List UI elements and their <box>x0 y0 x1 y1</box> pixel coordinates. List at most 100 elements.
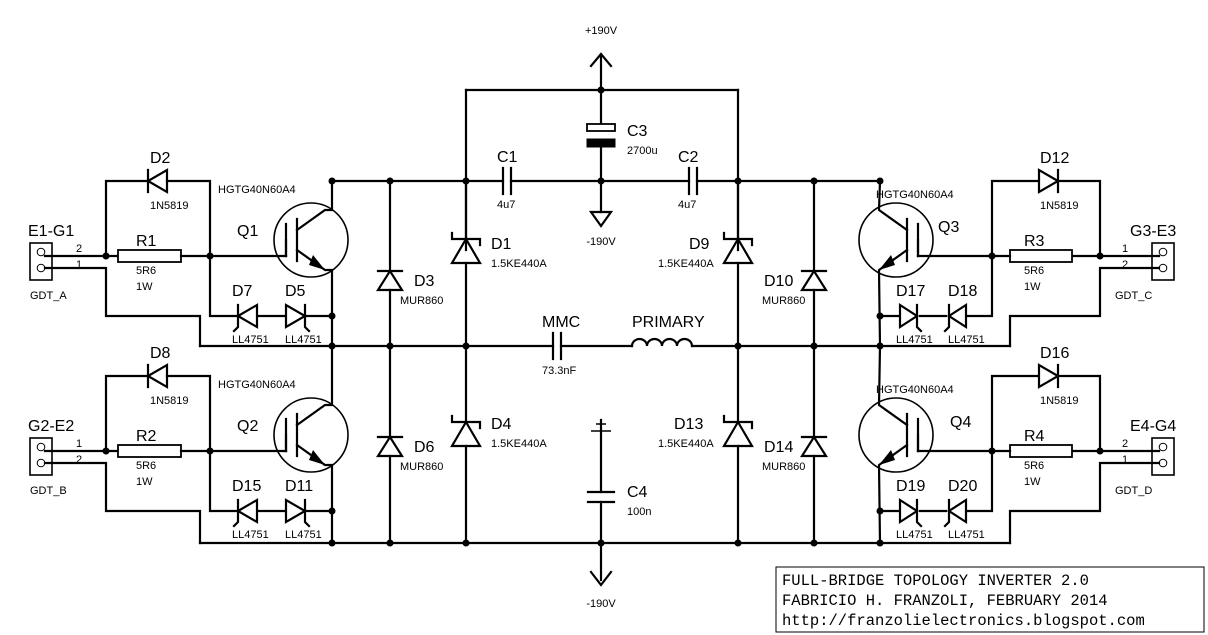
driver-q4: E4-G4 GDT_D 2 1 D16 1N5819 R4 5R6 1W D19… <box>858 344 1176 547</box>
d2-value: 1N5819 <box>150 200 189 212</box>
plus-rail-arrow-icon <box>589 52 613 68</box>
r4-ref: R4 <box>1024 428 1045 445</box>
supply-section: +190V C3 2700u -190V C1 4u7 C2 4u7 MMC 7… <box>198 25 1012 610</box>
d5-value: LL4751 <box>285 334 322 346</box>
d7-ref: D7 <box>232 283 253 300</box>
d20-symbol <box>943 497 968 528</box>
d10-symbol <box>800 268 828 292</box>
q4-body <box>858 397 934 473</box>
c1-value: 4u7 <box>497 199 515 211</box>
gdt-a-ref: E1-G1 <box>28 223 74 240</box>
d3-ref: D3 <box>414 273 435 290</box>
gdt-d-ref: E4-G4 <box>1130 418 1176 435</box>
q2-value: HGTG40N60A4 <box>218 379 296 391</box>
r3-body <box>1009 249 1073 263</box>
gdt-c-connector <box>1151 242 1175 281</box>
d13-ref: D13 <box>674 416 703 433</box>
gdt-d-connector <box>1151 437 1175 476</box>
q4-value: HGTG40N60A4 <box>876 384 954 396</box>
c3-ref: C3 <box>627 123 648 140</box>
d3-value: MUR860 <box>400 295 443 307</box>
c4-value: 100n <box>627 506 651 518</box>
gdt-d-name: GDT_D <box>1115 485 1152 497</box>
d5-ref: D5 <box>285 283 306 300</box>
freewheel-section: D3 MUR860 D6 MUR860 D10 MUR860 D14 MUR86… <box>376 177 828 547</box>
r4-value: 5R6 <box>1024 460 1044 472</box>
c2-symbol <box>687 166 699 196</box>
d10-ref: D10 <box>764 273 793 290</box>
d19-symbol <box>898 497 923 528</box>
gdt-a-name: GDT_A <box>30 290 67 302</box>
d4-ref: D4 <box>491 416 512 433</box>
r1-value: 5R6 <box>136 265 156 277</box>
q2-ref: Q2 <box>237 418 258 435</box>
d1-bar <box>450 231 482 247</box>
d11-ref: D11 <box>285 478 313 495</box>
c4-ref: C4 <box>627 484 648 501</box>
d10-value: MUR860 <box>762 295 805 307</box>
d15-value: LL4751 <box>232 529 269 541</box>
r1-ref: R1 <box>136 233 157 250</box>
d18-value: LL4751 <box>948 334 985 346</box>
d20-value: LL4751 <box>948 529 985 541</box>
q1-value: HGTG40N60A4 <box>218 184 296 196</box>
primary-winding <box>630 337 694 348</box>
driver-q1: E1-G1 GDT_A 2 1 D2 1N5819 R1 5R6 1W D7 L… <box>28 150 349 350</box>
d19-ref: D19 <box>896 478 925 495</box>
minus-rail-label-bottom: -190V <box>586 598 616 610</box>
c3-value: 2700u <box>627 145 658 157</box>
d18-symbol <box>943 302 968 333</box>
gdt-b-connector <box>29 437 53 476</box>
mmc-ref: MMC <box>542 314 580 331</box>
r2-value: 5R6 <box>136 460 156 472</box>
gdt-d-pin-top: 2 <box>1122 438 1128 450</box>
d3-symbol <box>376 268 404 292</box>
q3-ref: Q3 <box>938 219 959 236</box>
d7-value: LL4751 <box>232 334 269 346</box>
minus-rail-arrow-icon <box>589 570 613 587</box>
primary-label: PRIMARY <box>632 314 705 331</box>
d11-value: LL4751 <box>285 529 322 541</box>
r4-power: 1W <box>1024 476 1041 488</box>
d18-ref: D18 <box>948 283 977 300</box>
d9-body <box>722 236 754 265</box>
c4-symbol <box>586 490 616 504</box>
r2-ref: R2 <box>136 428 157 445</box>
r3-power: 1W <box>1024 281 1041 293</box>
d17-ref: D17 <box>896 283 925 300</box>
gdt-b-ref: G2-E2 <box>28 418 74 435</box>
r1-body <box>117 249 182 263</box>
d11-symbol <box>284 498 311 528</box>
d13-bar <box>722 414 754 430</box>
gdt-c-ref: G3-E3 <box>1130 223 1176 240</box>
d12-symbol <box>1037 168 1061 194</box>
r4-body <box>1009 444 1073 458</box>
q3-body <box>858 202 934 278</box>
d1-value: 1.5KE440A <box>491 258 547 270</box>
d1-body <box>450 236 482 265</box>
d2-ref: D2 <box>150 150 171 167</box>
c1-ref: C1 <box>497 149 518 166</box>
c2-value: 4u7 <box>678 199 696 211</box>
driver-q2: G2-E2 GDT_B 1 2 D8 1N5819 R2 5R6 1W D15 … <box>28 344 349 547</box>
gdt-c-pin-bottom: 2 <box>1122 259 1128 271</box>
gdt-a-connector <box>29 242 53 281</box>
d9-value: 1.5KE440A <box>658 258 714 270</box>
r2-power: 1W <box>136 476 153 488</box>
d4-bar <box>450 414 482 430</box>
d17-symbol <box>898 302 923 333</box>
gdt-b-name: GDT_B <box>30 485 67 497</box>
c3-plate-top <box>586 123 616 132</box>
d8-value: 1N5819 <box>150 395 189 407</box>
d4-value: 1.5KE440A <box>491 438 547 450</box>
d12-value: 1N5819 <box>1040 200 1079 212</box>
d17-value: LL4751 <box>896 334 933 346</box>
r3-value: 5R6 <box>1024 265 1044 277</box>
d15-symbol <box>232 498 259 528</box>
c2-ref: C2 <box>678 149 699 166</box>
d13-value: 1.5KE440A <box>658 438 714 450</box>
c3-plate-bottom <box>586 138 616 148</box>
gdt-c-pin-top: 1 <box>1122 243 1128 255</box>
mmc-value: 73.3nF <box>542 365 577 377</box>
